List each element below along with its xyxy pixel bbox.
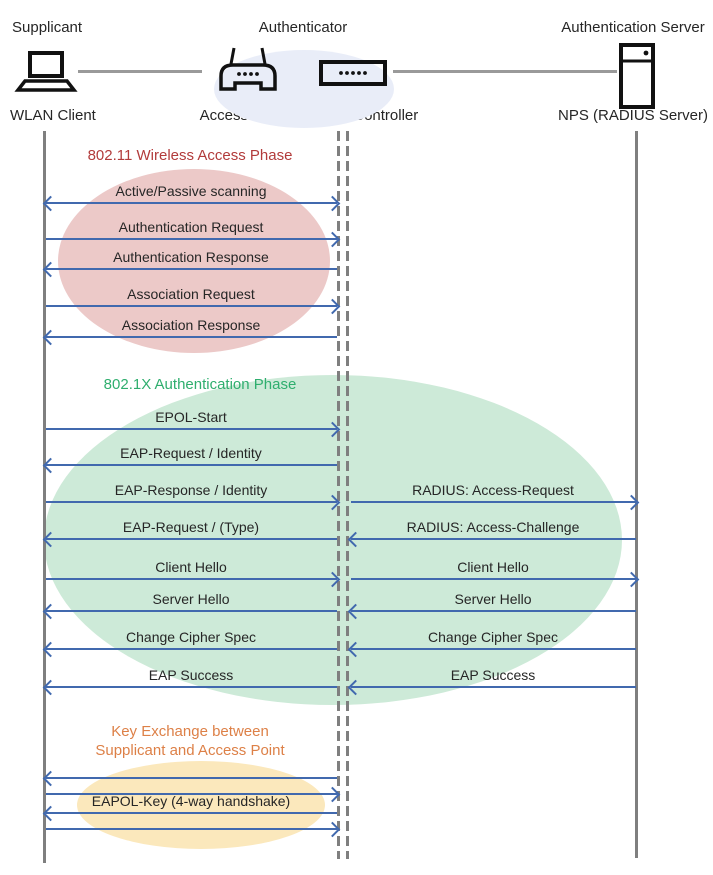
message-arrow-server-hello	[347, 603, 636, 619]
laptop-icon	[14, 50, 78, 99]
message-arrow-association-request	[46, 298, 341, 314]
phase1-ellipse	[58, 169, 330, 353]
message-label-eapol-key-4-way-handshake: EAPOL-Key (4-way handshake)	[91, 793, 291, 809]
arrowhead-right-icon	[623, 571, 640, 587]
message-arrow-radius-access-challenge	[347, 531, 636, 547]
message-arrow-authentication-request	[46, 231, 341, 247]
arrowhead-left-icon	[347, 679, 364, 695]
message-label-server-hello: Server Hello	[152, 591, 230, 607]
message-arrow-active-passive-scanning	[42, 195, 341, 211]
message-arrow-eap-request-identity	[42, 457, 337, 473]
arrowhead-right-icon	[324, 494, 341, 510]
message-label-radius-access-request: RADIUS: Access-Request	[412, 482, 574, 498]
phase2-title: 802.1X Authentication Phase	[103, 376, 297, 393]
arrowhead-left-icon	[347, 531, 364, 547]
message-label-eap-response-identity: EAP-Response / Identity	[114, 482, 268, 498]
message-arrow-eap-success	[42, 679, 337, 695]
arrowhead-left-icon	[42, 770, 59, 786]
arrowhead-right-icon	[324, 571, 341, 587]
arrowhead-left-icon	[42, 329, 59, 345]
phase3-title-line2: Supplicant and Access Point	[95, 742, 285, 759]
message-label-authentication-response: Authentication Response	[113, 249, 269, 265]
message-arrow-client-hello	[46, 571, 341, 587]
message-arrow-epol-start	[46, 421, 341, 437]
arrowhead-left-icon	[42, 679, 59, 695]
message-label-active-passive-scanning: Active/Passive scanning	[115, 183, 267, 199]
message-label-eap-success: EAP Success	[450, 667, 536, 683]
message-label-association-response: Association Response	[121, 317, 261, 333]
device-label-wlan-client: WLAN Client	[10, 107, 96, 124]
message-label-epol-start: EPOL-Start	[155, 409, 227, 425]
message-arrow-eapol-key-4-way-handshake	[42, 805, 337, 821]
message-arrow-unlabeled	[46, 821, 341, 837]
connector-line-client-ap	[78, 70, 202, 73]
message-arrow-eap-request-type	[42, 531, 337, 547]
message-arrow-client-hello	[351, 571, 640, 587]
message-label-radius-access-challenge: RADIUS: Access-Challenge	[406, 519, 580, 535]
phase1-title: 802.11 Wireless Access Phase	[87, 147, 293, 164]
message-arrow-association-response	[42, 329, 337, 345]
arrowhead-right-icon	[324, 821, 341, 837]
wireless-router-icon	[213, 45, 283, 98]
message-label-client-hello: Client Hello	[155, 559, 227, 575]
arrowhead-right-icon	[623, 494, 640, 510]
arrowhead-left-icon	[347, 603, 364, 619]
message-arrow-eap-response-identity	[46, 494, 341, 510]
lifeline-authenticator-left	[337, 131, 340, 859]
message-arrow-authentication-response	[42, 261, 337, 277]
message-label-eap-success: EAP Success	[148, 667, 234, 683]
role-label-supplicant: Supplicant	[12, 19, 83, 36]
message-label-eap-request-identity: EAP-Request / Identity	[120, 445, 262, 461]
message-label-server-hello: Server Hello	[454, 591, 532, 607]
message-label-change-cipher-spec: Change Cipher Spec	[126, 629, 256, 645]
message-arrow-unlabeled	[46, 786, 341, 802]
server-icon	[618, 43, 656, 115]
arrowhead-right-icon	[324, 195, 341, 211]
arrowhead-left-icon	[42, 641, 59, 657]
network-switch-icon	[319, 60, 387, 91]
lifeline-radius-server	[635, 131, 638, 858]
arrowhead-right-icon	[324, 786, 341, 802]
message-label-change-cipher-spec: Change Cipher Spec	[428, 629, 558, 645]
message-label-association-request: Association Request	[127, 286, 255, 302]
lifeline-authenticator-right	[346, 131, 349, 859]
message-arrow-change-cipher-spec	[42, 641, 337, 657]
arrowhead-left-icon	[347, 641, 364, 657]
lifeline-wlan-client	[43, 131, 46, 863]
message-arrow-server-hello	[42, 603, 337, 619]
arrowhead-right-icon	[324, 298, 341, 314]
device-label-nps-radius-server: NPS (RADIUS Server)	[557, 107, 709, 124]
phase3-ellipse	[77, 761, 325, 849]
arrowhead-left-icon	[42, 603, 59, 619]
role-label-authentication-server: Authentication Server	[561, 19, 705, 36]
message-label-client-hello: Client Hello	[457, 559, 529, 575]
message-arrow-change-cipher-spec	[347, 641, 636, 657]
phase2-ellipse	[44, 375, 622, 705]
arrowhead-left-icon	[42, 805, 59, 821]
arrowhead-right-icon	[324, 231, 341, 247]
message-label-eap-request-type: EAP-Request / (Type)	[122, 519, 260, 535]
arrowhead-left-icon	[42, 457, 59, 473]
message-label-authentication-request: Authentication Request	[118, 219, 264, 235]
arrowhead-right-icon	[324, 421, 341, 437]
message-arrow-eap-success	[347, 679, 636, 695]
phase3-title-line1: Key Exchange between	[111, 723, 269, 740]
message-arrow-radius-access-request	[351, 494, 640, 510]
message-arrow-unlabeled	[42, 770, 337, 786]
arrowhead-left-icon	[42, 195, 59, 211]
connector-line-controller-server	[393, 70, 617, 73]
arrowhead-left-icon	[42, 531, 59, 547]
arrowhead-left-icon	[42, 261, 59, 277]
role-label-authenticator: Authenticator	[258, 19, 348, 36]
